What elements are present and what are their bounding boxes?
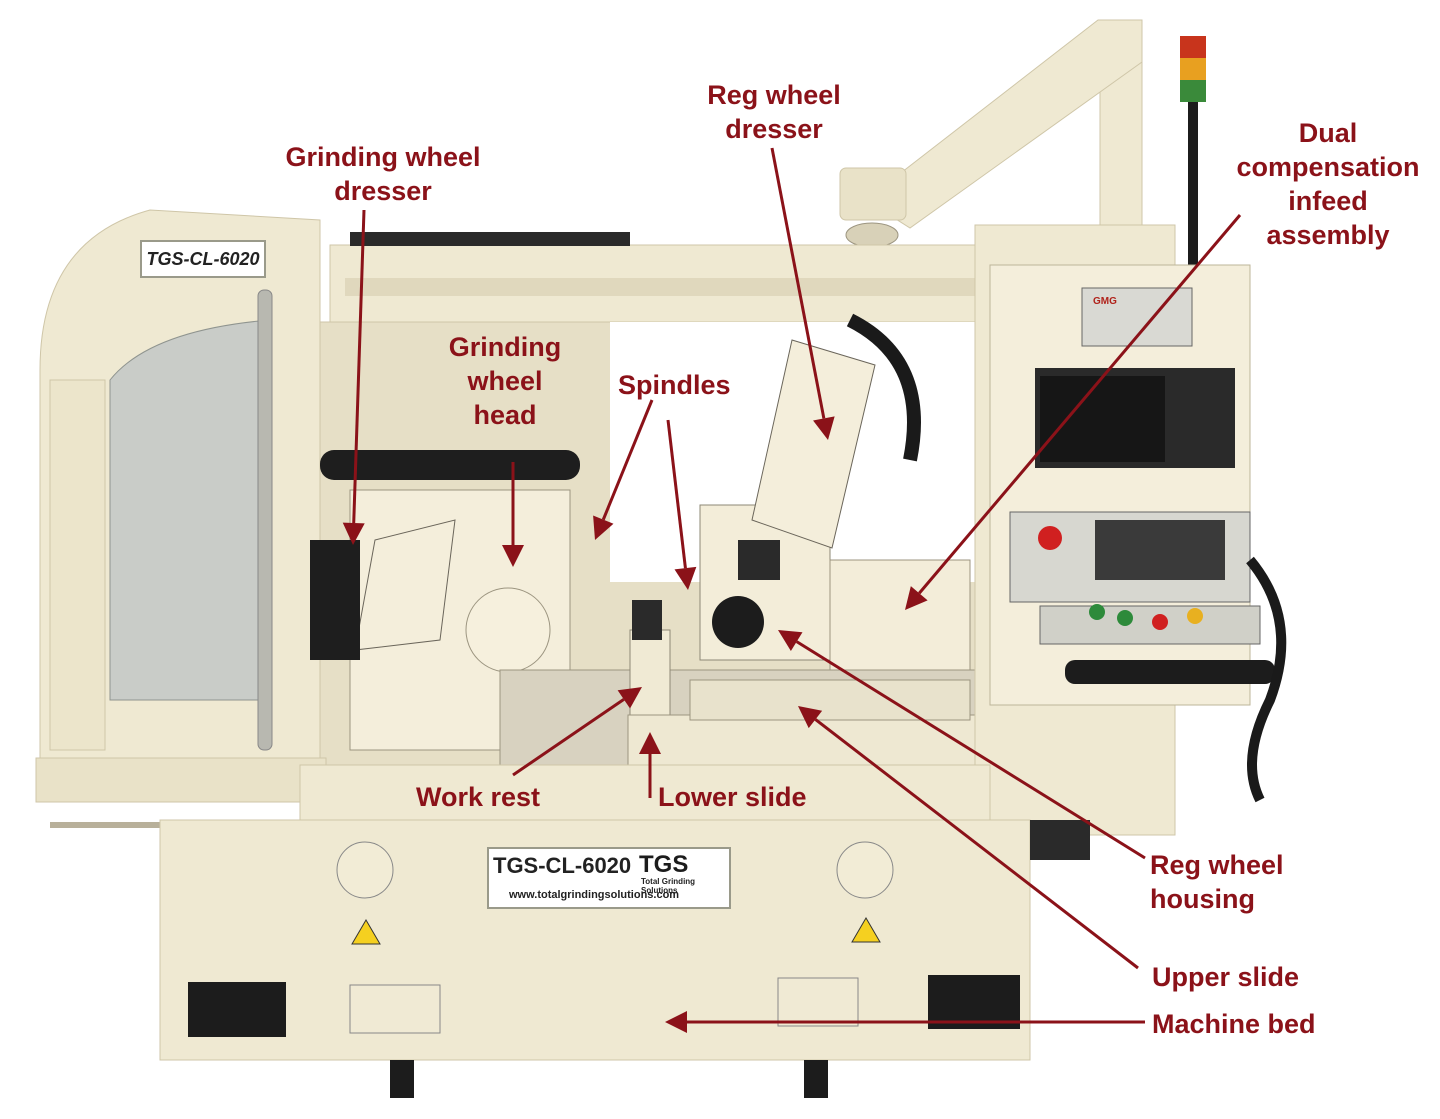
arrow-machine-bed [665, 1011, 1145, 1033]
arrow-shaft [666, 419, 687, 569]
arrow-head [665, 1011, 687, 1033]
model-plate-top: TGS-CL-6020 [140, 240, 266, 278]
control-console [974, 224, 1287, 836]
arrow-head [813, 416, 835, 440]
arrow-group [342, 147, 1242, 1033]
arrow-head [905, 586, 928, 610]
arrow-spindles-2 [666, 419, 697, 590]
front-plate-brand-sub: Total Grinding Solutions [641, 877, 696, 895]
arrow-head [798, 706, 823, 729]
arrow-dual-compensation [905, 214, 1242, 610]
arrow-shaft [795, 640, 1146, 860]
front-plate-brand: TGS [639, 851, 689, 878]
upper-slide [689, 679, 971, 721]
left-enclosure [35, 209, 327, 803]
arrow-shaft [814, 718, 1139, 970]
label-upper-slide: Upper slide [1152, 962, 1300, 992]
arrow-lower-slide [639, 732, 661, 798]
arrow-reg-wheel-dresser [770, 147, 835, 440]
arrow-reg-wheel-housing [778, 630, 1146, 860]
arrow-head [639, 732, 661, 754]
arrow-upper-slide [798, 706, 1139, 970]
arrow-head [674, 566, 697, 590]
arrow-head [342, 522, 365, 545]
arrow-shaft [512, 698, 625, 777]
arrow-shaft [918, 214, 1242, 595]
front-plate-model: TGS-CL-6020 [493, 853, 632, 878]
label-lower-slide: Lower slide [658, 782, 807, 812]
label-work-rest: Work rest [416, 782, 541, 812]
arrow-head [778, 630, 803, 651]
arrow-grinding-wheel-head [502, 462, 524, 567]
reg-wheel-dresser [751, 313, 921, 549]
front-brand-plate: TGS-CL-6020 TGS Total Grinding Solutions… [487, 847, 731, 909]
arrow-grinding-wheel-dresser [342, 209, 366, 545]
arrow-head [617, 687, 642, 709]
label-machine-bed: Machine bed [1152, 1009, 1316, 1039]
machine-base [50, 764, 1090, 1098]
arrow-head [502, 545, 524, 567]
control-panel-logo: GMG [1093, 296, 1117, 307]
label-spindles: Spindles [618, 370, 731, 400]
arrow-shaft [770, 147, 826, 419]
arrow-shaft [601, 399, 654, 521]
arrow-spindles-1 [593, 399, 654, 540]
arrow-shaft [352, 209, 366, 524]
stack-light [1180, 36, 1206, 272]
work-rest [629, 600, 671, 721]
arrow-work-rest [512, 687, 642, 777]
front-plate-url: www.totalgrindingsolutions.com [509, 889, 680, 901]
arrow-head [593, 515, 614, 540]
